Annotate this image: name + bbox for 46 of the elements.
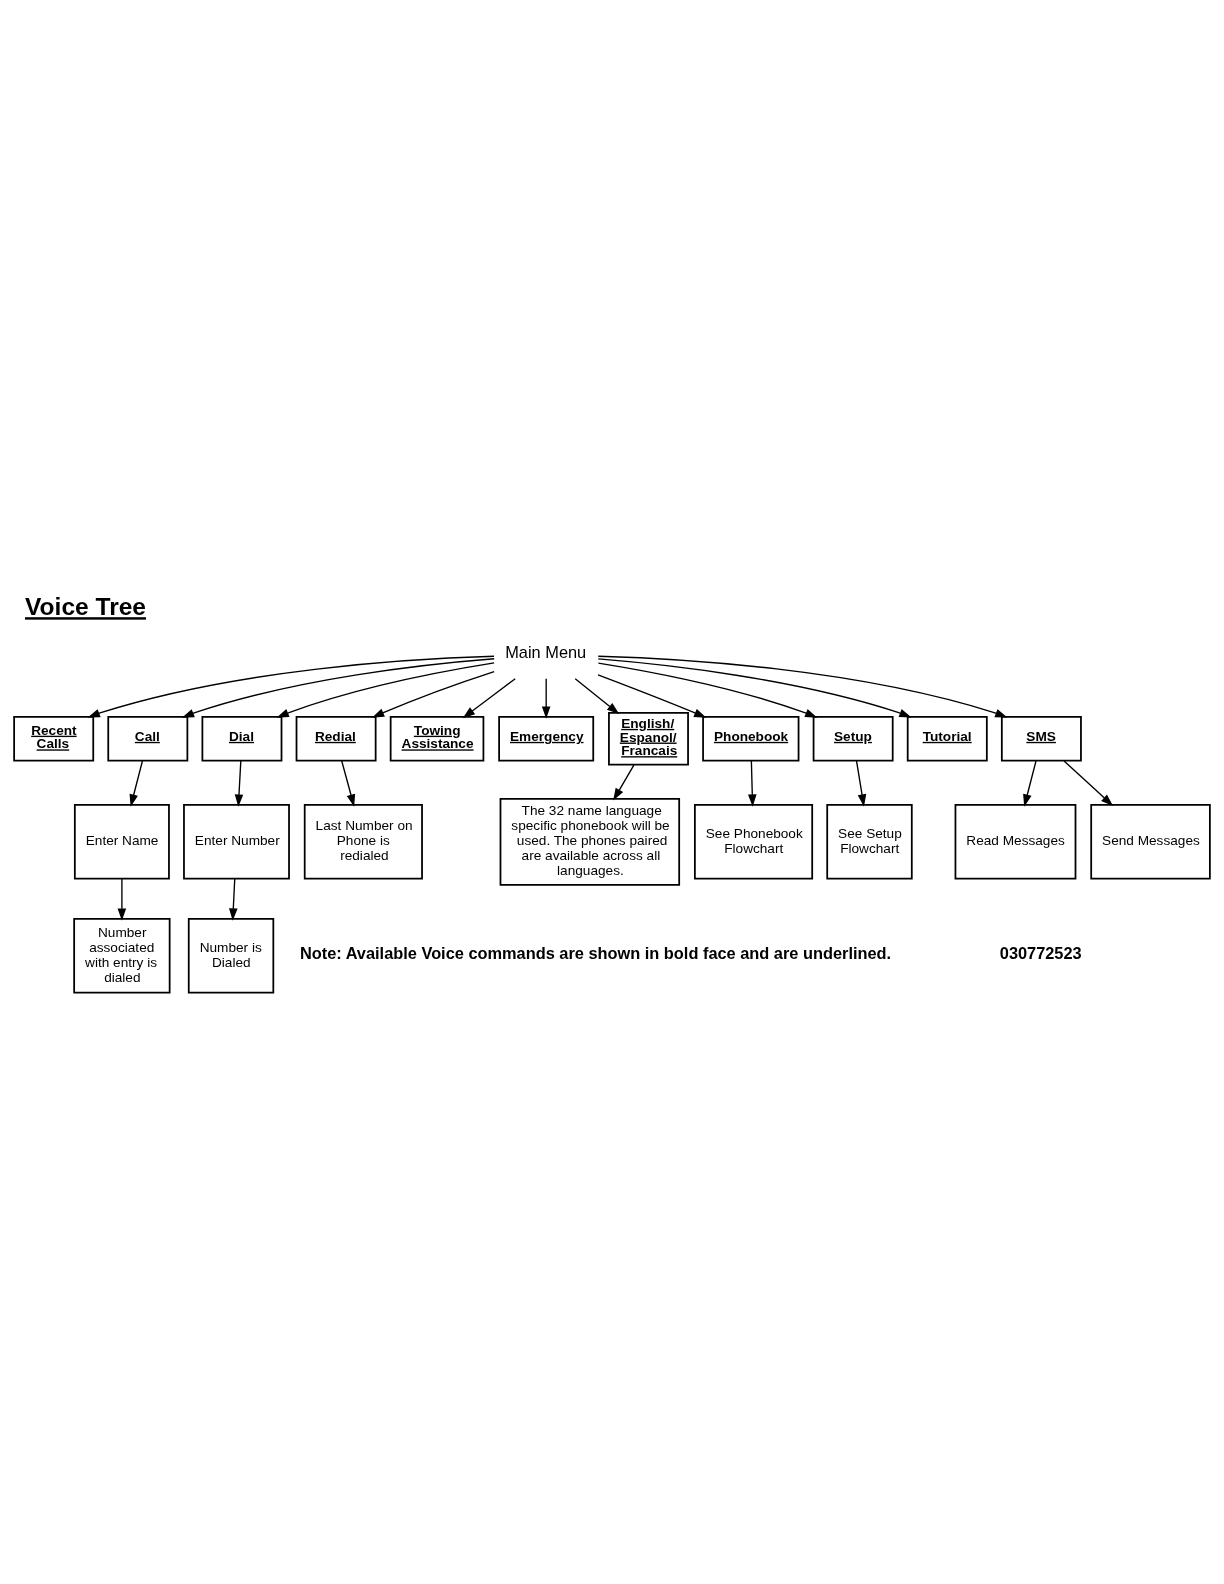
node-box: Enter Number	[183, 804, 290, 880]
arrow	[748, 760, 757, 807]
arrow	[129, 760, 144, 807]
label: Note: Available Voice commands are shown in bold face and are underlined.	[299, 943, 892, 962]
node-box: Towing Assistance	[389, 716, 485, 762]
arrow	[855, 760, 867, 807]
node-box: Enter Name	[73, 804, 170, 880]
arrow	[1023, 760, 1037, 807]
node-box: SMS	[1000, 716, 1082, 762]
node-box: Number is Dialed	[187, 918, 275, 994]
node-box: Last Number on Phone is redialed	[303, 804, 423, 880]
node-box: Dial	[201, 716, 283, 762]
node-box: Number associated with entry is dialed	[73, 918, 171, 994]
arrow	[597, 658, 912, 718]
arrow	[597, 674, 707, 718]
arrow	[597, 655, 1008, 718]
diagram-title: Voice Tree	[25, 593, 147, 621]
arrow	[117, 878, 127, 921]
node-box: Setup	[812, 716, 894, 762]
arrow	[276, 662, 495, 718]
arrow	[462, 678, 516, 719]
node-box: The 32 name language specific phonebook will be used. The phones paired are available across all languages.	[499, 797, 681, 886]
arrow	[87, 655, 495, 718]
arrow	[371, 670, 495, 718]
arrow	[234, 760, 244, 807]
node-box: See Phonebook Flowchart	[694, 804, 814, 880]
arrow	[613, 764, 635, 801]
arrow	[1063, 760, 1114, 807]
node-box: Send Messages	[1090, 804, 1211, 880]
arrow	[597, 662, 818, 718]
arrow	[181, 658, 495, 718]
node-box: Tutorial	[906, 716, 988, 762]
node-box: Read Messages	[954, 804, 1077, 880]
node-text: Main Menu	[505, 643, 587, 662]
node-box: Call	[107, 716, 189, 762]
arrow	[229, 878, 238, 921]
node-box: Phonebook	[702, 716, 800, 762]
label: 030772523	[999, 943, 1082, 962]
node-box: See Setup Flowchart	[826, 804, 913, 880]
node-box: Recent Calls	[13, 716, 95, 762]
node-box: English/ Espanol/ Francais	[608, 712, 689, 766]
arrow	[541, 678, 551, 719]
arrow	[341, 760, 356, 807]
node-box: Redial	[295, 716, 377, 762]
arrow	[574, 678, 620, 714]
node-box: Emergency	[498, 716, 595, 762]
